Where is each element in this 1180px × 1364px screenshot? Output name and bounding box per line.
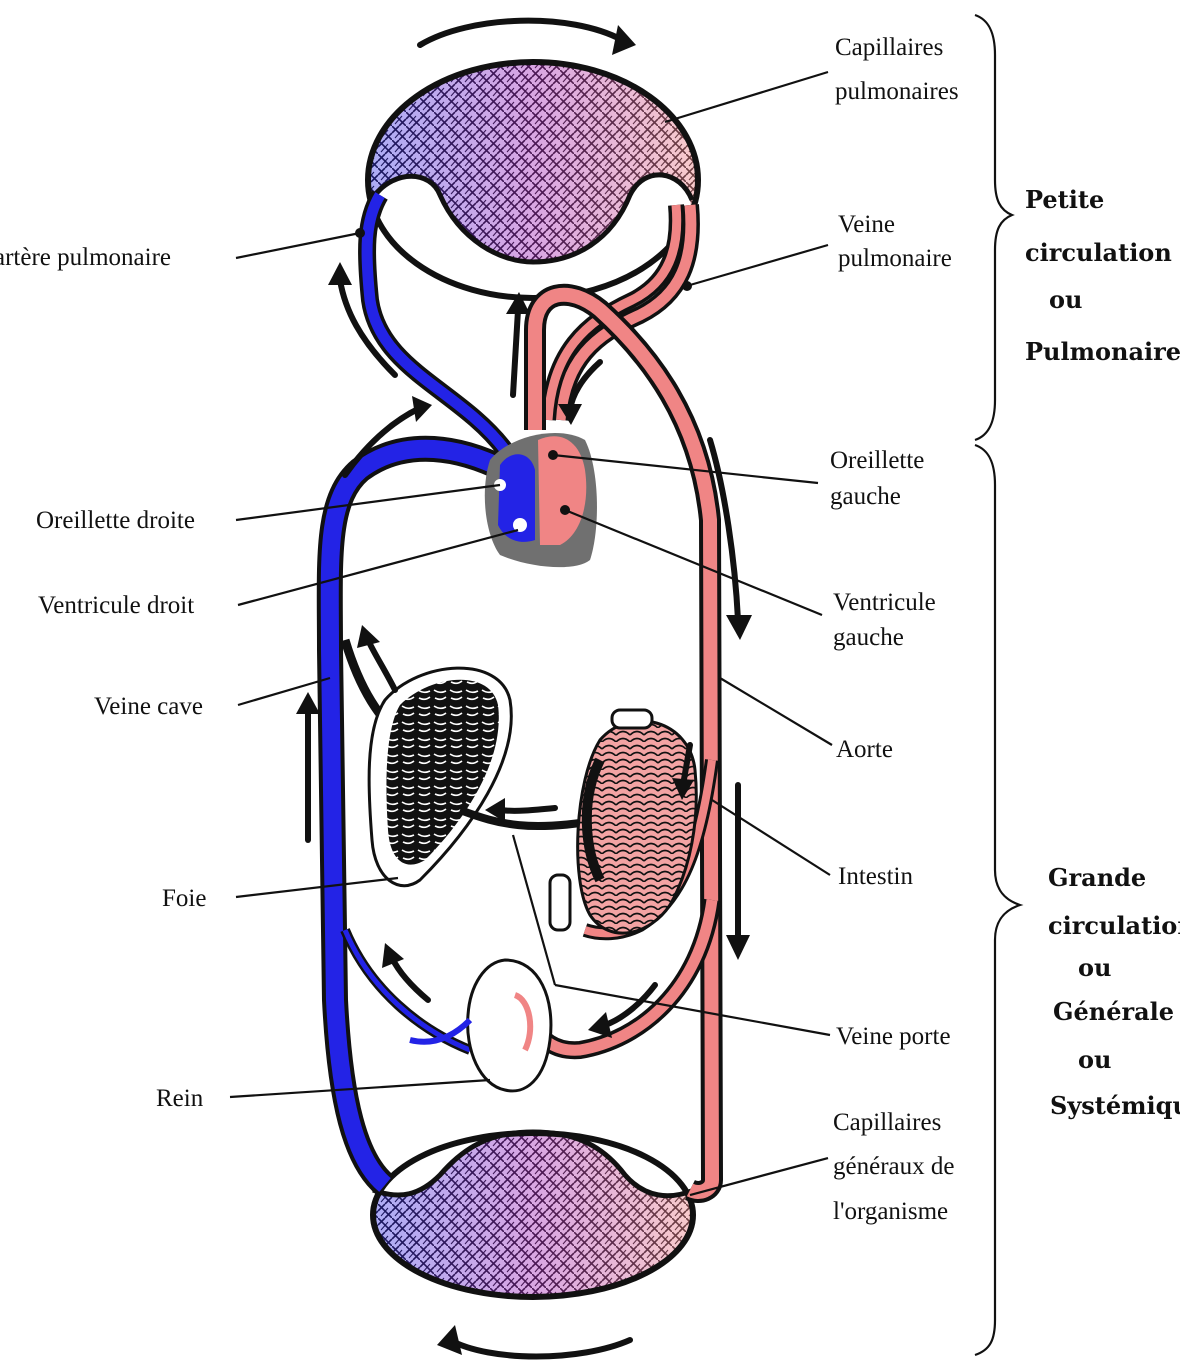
label-ventricule-gauche-2: gauche [833, 624, 904, 651]
systemic-capillary-bed [370, 1100, 700, 1297]
label-veine-cave: Veine cave [94, 693, 203, 720]
label-capillaires-pulmonaires-1: Capillaires [835, 34, 943, 61]
grande-circulation-brace [975, 445, 1020, 1355]
label-oreillette-gauche-2: gauche [830, 483, 901, 510]
grande-line-2: circulation [1048, 911, 1180, 940]
arterial-vessels [530, 205, 712, 1192]
grande-line-3: ou [1078, 953, 1111, 982]
liver [369, 668, 600, 886]
petite-line-1: Petite [1025, 185, 1104, 214]
label-capillaires-pulmonaires-2: pulmonaires [835, 78, 959, 105]
label-aorte: Aorte [836, 736, 893, 763]
label-veine-pulmonaire-2: pulmonaire [838, 245, 952, 272]
grande-line-6: Systémique [1050, 1091, 1180, 1120]
group-labels: Petite circulation ou Pulmonaire Grande … [1025, 185, 1180, 1120]
petite-line-2: circulation [1025, 238, 1172, 267]
label-capillaires-generaux-1: Capillaires [833, 1109, 941, 1136]
petite-line-3: ou [1049, 285, 1082, 314]
label-veine-pulmonaire-1: Veine [838, 211, 895, 238]
heart [485, 433, 597, 567]
label-capillaires-generaux-3: l'organisme [833, 1198, 948, 1225]
label-artere-pulmonaire: artère pulmonaire [0, 244, 171, 271]
label-oreillette-droite: Oreillette droite [36, 507, 195, 534]
petite-line-4: Pulmonaire [1025, 337, 1180, 366]
label-ventricule-droit: Ventricule droit [38, 592, 194, 619]
label-ventricule-gauche-1: Ventricule [833, 589, 936, 616]
label-rein: Rein [156, 1085, 204, 1112]
label-veine-porte: Veine porte [836, 1023, 951, 1050]
label-intestin: Intestin [838, 863, 913, 890]
label-capillaires-generaux-2: généraux de [833, 1153, 954, 1180]
label-foie: Foie [162, 885, 206, 912]
petite-circulation-brace [975, 15, 1012, 440]
grande-line-5: ou [1078, 1045, 1111, 1074]
grande-line-1: Grande [1048, 863, 1146, 892]
grande-line-4: Générale [1053, 997, 1174, 1026]
label-oreillette-gauche-1: Oreillette [830, 447, 924, 474]
